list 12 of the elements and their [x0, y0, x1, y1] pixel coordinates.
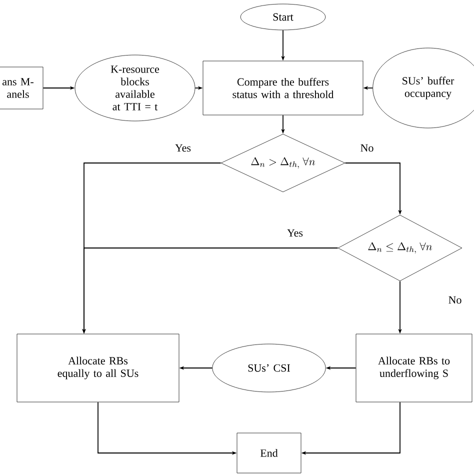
- ellipse-node: SUs’ CSI: [212, 344, 326, 392]
- edge-label: No: [359, 143, 375, 153]
- edge-label: Yes: [286, 228, 304, 238]
- process-box: Compare the buffers status with a threshold: [202, 60, 364, 116]
- process-box: Allocate RBs equally to all SUs: [16, 334, 180, 402]
- edge-label: No: [447, 295, 463, 305]
- ellipse-node: Start: [240, 4, 326, 30]
- process-box: End: [236, 432, 302, 474]
- process-box: ans M- anels: [0, 66, 44, 110]
- edge-label: Yes: [174, 143, 192, 153]
- ellipse-node: K-resource blocks available at TTI = t: [74, 54, 196, 122]
- process-box: Allocate RBs to underflowing S: [356, 334, 472, 402]
